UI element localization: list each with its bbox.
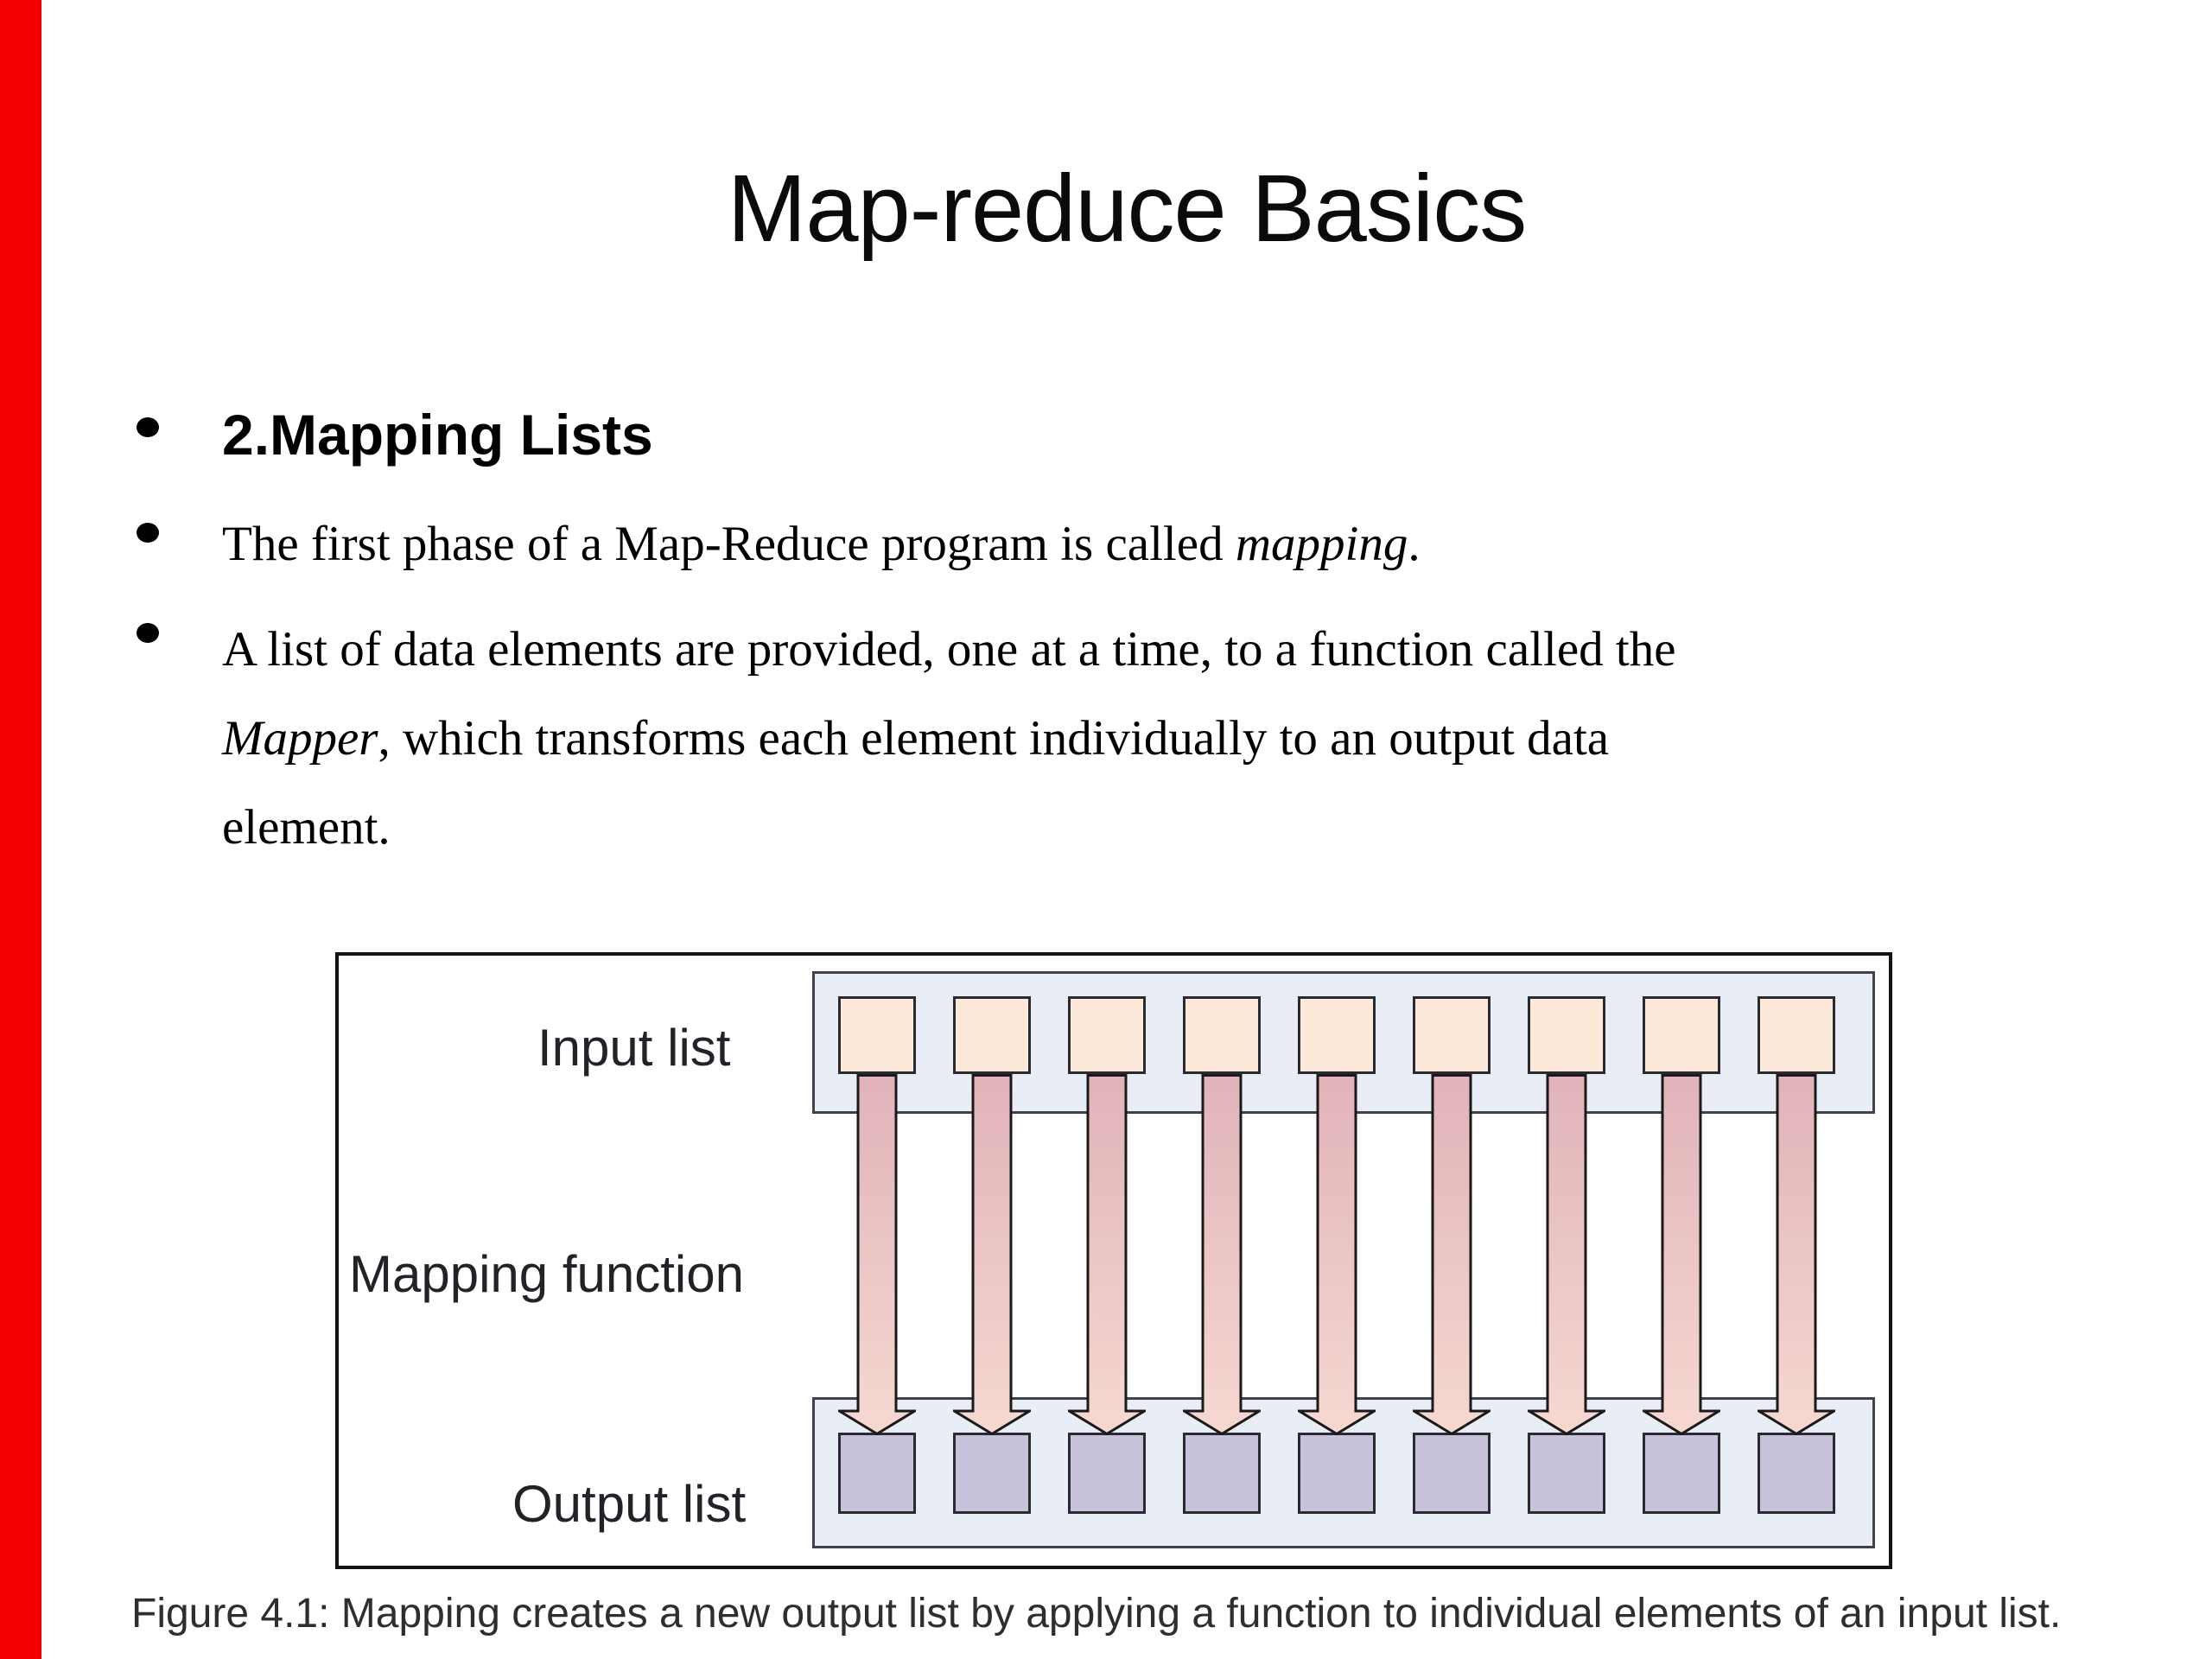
mapping-arrow-icon [1758,1074,1835,1436]
bullet-dot [137,417,159,437]
output-element-box [1068,1433,1146,1514]
input-element-box [1298,996,1376,1074]
input-element-box [1068,996,1146,1074]
output-element-box [1528,1433,1605,1514]
output-element-box [1183,1433,1261,1514]
mapping-arrow-icon [1298,1074,1376,1436]
red-accent-bar [0,0,41,1659]
mapping-arrow-icon [1183,1074,1261,1436]
bullet-dot [137,523,159,543]
input-element-box [1413,996,1491,1074]
output-boxes-row [812,1433,1875,1514]
input-element-box [953,996,1031,1074]
output-element-box [1758,1433,1835,1514]
output-element-box [1298,1433,1376,1514]
bullet3-line3: element. [222,800,391,855]
bullet-dot [137,623,159,643]
figure-caption: Figure 4.1: Mapping creates a new output… [131,1591,2062,1637]
input-boxes-row [812,996,1875,1074]
mapping-arrow-icon [1643,1074,1720,1436]
output-element-box [838,1433,916,1514]
mapping-arrow-icon [838,1074,916,1436]
input-element-box [1528,996,1605,1074]
output-element-box [953,1433,1031,1514]
input-element-box [1643,996,1720,1074]
bullet2-post: . [1408,517,1421,571]
output-element-box [1413,1433,1491,1514]
mapping-figure: Input list Mapping function Output list [335,952,1892,1569]
input-element-box [1758,996,1835,1074]
bullet3-line2: Mapper, which transforms each element in… [222,694,2166,783]
output-list-label: Output list [512,1475,747,1533]
bullet-text-mapper: A list of data elements are provided, on… [222,605,2166,872]
mapping-arrow-icon [1413,1074,1491,1436]
bullet-text-mapping: The first phase of a Map-Reduce program … [222,518,2166,570]
arrows-row [812,1074,1875,1436]
bullet3-line1: A list of data elements are provided, on… [222,622,1676,677]
bullet2-italic: mapping [1235,517,1408,571]
input-list-label: Input list [537,1019,731,1077]
bullet3-line2-rest: , which transforms each element individu… [378,711,1610,766]
mapping-function-label: Mapping function [349,1245,744,1303]
mapping-arrow-icon [953,1074,1031,1436]
bullet2-pre: The first phase of a Map-Reduce program … [222,517,1236,571]
input-element-box [838,996,916,1074]
output-element-box [1643,1433,1720,1514]
input-element-box [1183,996,1261,1074]
bullet3-italic: Mapper [222,711,378,766]
page-title: Map-reduce Basics [727,156,1528,262]
mapping-arrow-icon [1068,1074,1146,1436]
mapping-arrow-icon [1528,1074,1605,1436]
bullet-heading: 2.Mapping Lists [222,403,653,467]
